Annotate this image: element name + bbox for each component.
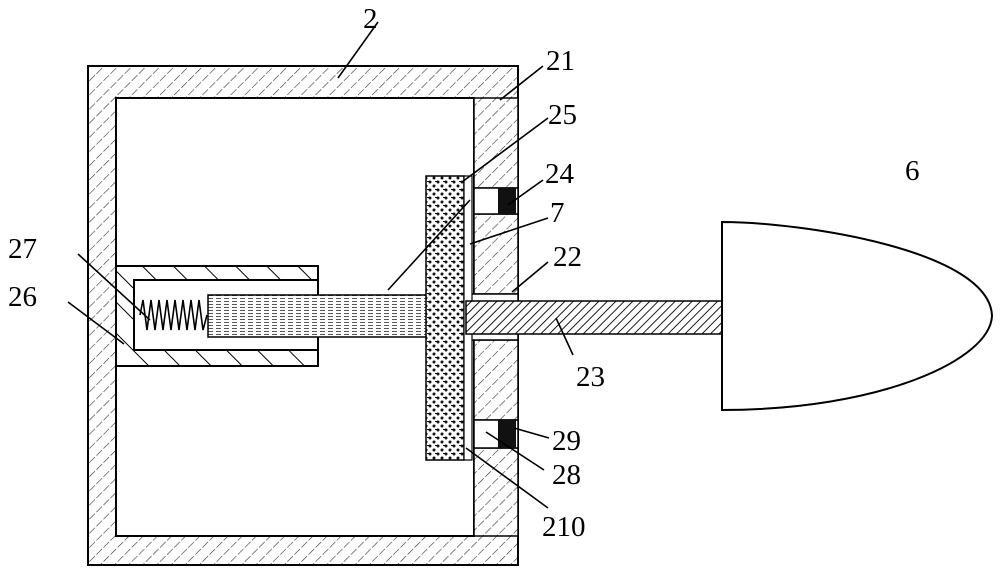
upper-wall-block bbox=[474, 98, 518, 188]
label-spring: 27 bbox=[8, 233, 37, 265]
label-opening: 22 bbox=[553, 241, 582, 273]
label-seal-bottom: 29 bbox=[552, 425, 581, 457]
shaft bbox=[466, 301, 722, 334]
head bbox=[722, 222, 992, 410]
label-seal-top: 24 bbox=[545, 158, 575, 190]
bottom-seal bbox=[498, 420, 516, 448]
label-sleeve: 26 bbox=[8, 281, 37, 313]
plate bbox=[426, 176, 464, 460]
middle-upper-block bbox=[474, 214, 518, 294]
label-housing: 2 bbox=[363, 3, 378, 35]
rod bbox=[208, 295, 430, 337]
spring bbox=[140, 300, 207, 330]
label-plate: 210 bbox=[542, 511, 586, 543]
label-head: 6 bbox=[905, 155, 920, 187]
middle-lower-block bbox=[474, 340, 518, 420]
label-shaft: 23 bbox=[576, 361, 605, 393]
label-block: 7 bbox=[550, 197, 565, 229]
label-gap-bottom: 28 bbox=[552, 459, 581, 491]
label-rod-guide: 25 bbox=[548, 99, 577, 131]
label-wall: 21 bbox=[546, 45, 575, 77]
lower-wall-block bbox=[474, 448, 518, 536]
